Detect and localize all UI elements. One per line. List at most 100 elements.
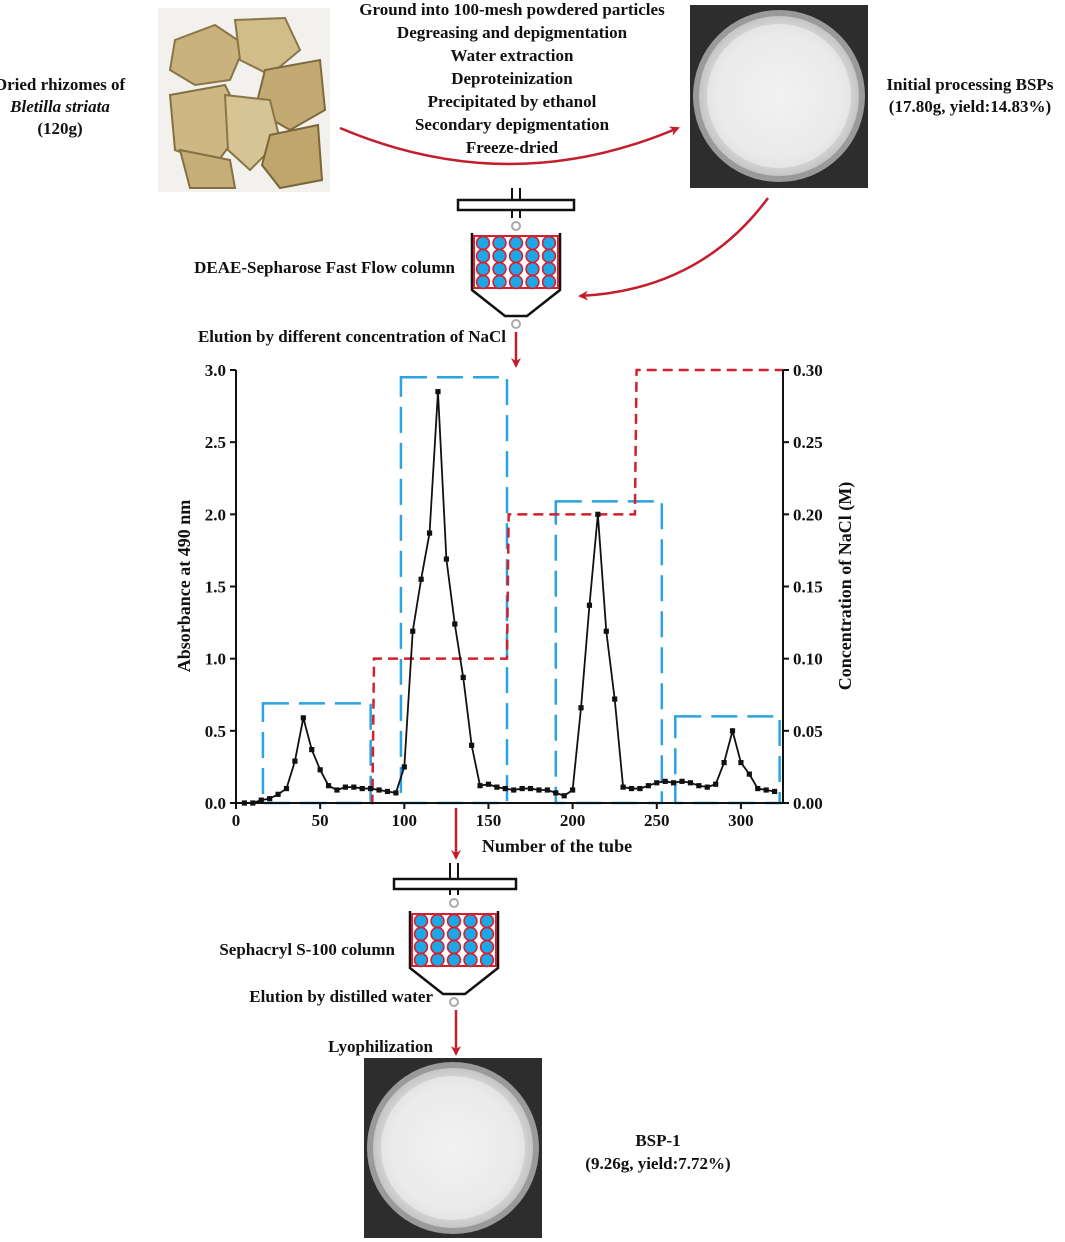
bead xyxy=(541,261,557,277)
absorbance-line xyxy=(244,391,775,804)
bead xyxy=(463,926,478,942)
absorbance-point xyxy=(309,746,315,753)
absorbance-point xyxy=(612,696,618,702)
absorbance-point xyxy=(410,628,416,634)
bead xyxy=(475,274,491,290)
final-label-line2: (9.26g, yield:7.72%) xyxy=(585,1154,730,1173)
bead xyxy=(492,261,507,277)
x-tick-label: 200 xyxy=(560,811,586,830)
bead xyxy=(463,939,478,955)
absorbance-point xyxy=(662,778,668,784)
sephacryl-column xyxy=(392,863,518,1007)
rhizome-photo xyxy=(158,8,330,192)
absorbance-point xyxy=(620,784,626,790)
absorbance-point xyxy=(578,705,584,711)
bead xyxy=(525,274,540,290)
absorbance-point xyxy=(258,797,264,803)
absorbance-point xyxy=(654,780,660,786)
bead xyxy=(430,926,445,942)
absorbance-point xyxy=(637,785,643,792)
step-6: Secondary depigmentation xyxy=(415,115,610,134)
initial-label-line2: (17.80g, yield:14.83%) xyxy=(889,97,1051,116)
bead xyxy=(508,261,524,277)
absorbance-point xyxy=(763,787,769,793)
source-label-line3: (120g) xyxy=(37,119,82,138)
final-bsp-photo xyxy=(364,1058,542,1238)
x-tick-label: 100 xyxy=(392,811,418,830)
absorbance-point xyxy=(393,790,399,796)
y2-tick-label: 0.10 xyxy=(793,650,823,669)
absorbance-point xyxy=(460,674,466,681)
absorbance-point xyxy=(671,780,677,786)
bead xyxy=(479,926,495,942)
x-tick-label: 50 xyxy=(312,811,329,830)
absorbance-point xyxy=(494,784,500,790)
absorbance-point xyxy=(317,767,323,773)
source-label-line1: Dried rhizomes of xyxy=(0,75,125,94)
absorbance-point xyxy=(511,787,517,793)
absorbance-point xyxy=(561,793,567,799)
absorbance-point xyxy=(771,788,778,795)
y2-axis-label: Concentration of NaCl (M) xyxy=(835,482,856,690)
step-1: Ground into 100-mesh powdered particles xyxy=(359,0,665,19)
absorbance-point xyxy=(477,783,483,789)
absorbance-point xyxy=(443,556,449,562)
absorbance-point xyxy=(435,389,441,395)
y-tick-label: 0.5 xyxy=(205,722,226,741)
bead xyxy=(446,952,462,968)
elution1-label: Elution by different concentration of Na… xyxy=(198,327,506,346)
x-tick-label: 300 xyxy=(728,811,754,830)
absorbance-point xyxy=(755,785,761,792)
absorbance-point xyxy=(738,759,744,766)
absorbance-markers xyxy=(241,389,778,806)
bead xyxy=(463,952,478,968)
absorbance-point xyxy=(603,628,609,634)
absorbance-point xyxy=(746,771,752,777)
absorbance-point xyxy=(570,787,576,793)
absorbance-point xyxy=(628,785,635,792)
absorbance-point xyxy=(553,790,559,796)
absorbance-point xyxy=(679,778,685,784)
bead xyxy=(430,913,445,929)
y2-tick-label: 0.30 xyxy=(793,361,823,380)
bead xyxy=(475,235,491,251)
fraction-box-2 xyxy=(399,375,509,805)
y2-tick-label: 0.15 xyxy=(793,578,823,597)
column1-beads xyxy=(475,235,557,290)
source-label-line2: Bletilla striata xyxy=(9,97,110,116)
absorbance-point xyxy=(376,787,382,793)
step-2: Degreasing and depigmentation xyxy=(397,23,628,42)
bead xyxy=(430,952,445,968)
fraction-box-3 xyxy=(554,500,664,805)
y-tick-label: 0.0 xyxy=(205,794,226,813)
fraction-box-4 xyxy=(674,715,781,805)
bead xyxy=(541,248,557,264)
bead xyxy=(492,248,507,264)
bead xyxy=(479,913,495,929)
absorbance-point xyxy=(334,787,340,793)
absorbance-point xyxy=(283,785,290,792)
bead xyxy=(508,248,524,264)
absorbance-point xyxy=(426,530,433,536)
arrow-to-column1 xyxy=(578,197,770,301)
absorbance-point xyxy=(300,715,306,721)
arrow-process xyxy=(339,126,680,166)
bead xyxy=(463,913,478,929)
bead xyxy=(475,261,491,277)
x-tick-label: 0 xyxy=(232,811,241,830)
bead xyxy=(413,913,429,929)
elution2-label: Elution by distilled water xyxy=(249,987,433,1006)
bead xyxy=(508,274,524,290)
bead xyxy=(446,939,462,955)
y2-tick-label: 0.25 xyxy=(793,433,823,452)
absorbance-point xyxy=(696,783,702,789)
absorbance-point xyxy=(502,785,508,792)
bead xyxy=(446,913,462,929)
initial-label-line1: Initial processing BSPs xyxy=(887,75,1054,94)
y-tick-labels: 0.00.51.01.52.02.53.0 xyxy=(205,361,226,813)
processing-steps: Ground into 100-mesh powdered particles … xyxy=(359,0,665,157)
column2-beads xyxy=(413,913,495,968)
bead xyxy=(525,235,540,251)
column2-label: Sephacryl S-100 column xyxy=(219,940,395,959)
